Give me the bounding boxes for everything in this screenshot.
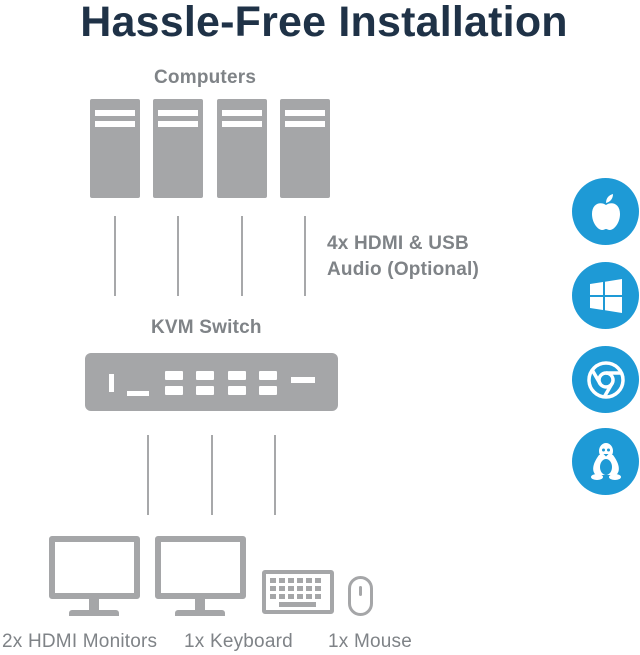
keyboard-label: 1x Keyboard [184,631,293,652]
computers-label: Computers [154,67,257,88]
computer-tower-icon [153,99,203,198]
port-icon [228,386,246,395]
cable-line [211,435,213,515]
linux-icon [572,428,639,495]
chrome-icon [572,346,639,413]
kvm-switch-icon [85,353,338,411]
monitors-label: 2x HDMI Monitors [2,631,158,652]
cable-description-line2: Audio (Optional) [327,259,479,280]
kvm-switch-label: KVM Switch [151,317,262,338]
cable-line [114,216,116,296]
led-indicator [109,374,114,392]
cable-description-line1: 4x HDMI & USB [327,233,469,254]
keyboard-icon [262,570,334,614]
led-indicator [127,391,149,396]
page-title: Hassle-Free Installation [80,0,568,46]
port-icon [259,371,277,380]
port-icon [196,386,214,395]
port-icon [196,371,214,380]
cable-line [304,216,306,296]
computer-tower-icon [280,99,330,198]
mouse-label: 1x Mouse [328,631,412,652]
apple-icon [572,178,639,245]
port-icon [259,386,277,395]
cable-line [274,435,276,515]
cable-line [241,216,243,296]
port-icon [228,371,246,380]
computer-tower-icon [90,99,140,198]
mouse-icon [348,576,373,616]
led-indicator [291,377,315,383]
cable-line [177,216,179,296]
port-icon [165,371,183,380]
port-icon [165,386,183,395]
windows-icon [572,262,639,329]
computer-tower-icon [217,99,267,198]
cable-line [147,435,149,515]
